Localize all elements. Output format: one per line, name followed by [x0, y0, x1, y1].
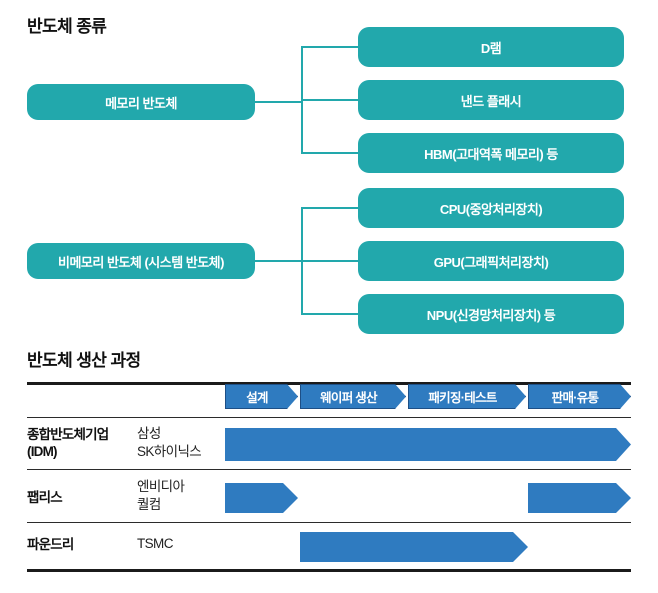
tree-node-npu[interactable]: NPU(신경망처리장치) 등 [358, 294, 624, 334]
row-label-foundry-line1: 파운드리 [27, 537, 74, 552]
row-companies-idm: 삼성 SK하이닉스 [137, 425, 202, 461]
row-companies-foundry: TSMC [137, 535, 173, 553]
rule-below-stage-header [27, 417, 631, 419]
stage-chevron-wafer-production[interactable]: 웨이퍼 생산 [300, 384, 406, 409]
row-label-fabless: 팹리스 [27, 489, 63, 506]
company-nvidia: 엔비디아 [137, 479, 185, 494]
row-label-fabless-line1: 팹리스 [27, 490, 63, 505]
company-samsung: 삼성 [137, 426, 161, 441]
tree-node-nand-flash[interactable]: 낸드 플래시 [358, 80, 624, 120]
tree-node-dram[interactable]: D램 [358, 27, 624, 67]
stage-chevron-sales-distribution[interactable]: 판매·유통 [528, 384, 631, 409]
table-bottom-rule [27, 569, 631, 572]
company-qualcomm: 퀄컴 [137, 497, 161, 512]
process-bar-idm-full [225, 428, 631, 461]
rule-below-idm-row [27, 469, 631, 471]
row-label-idm: 종합반도체기업 (IDM) [27, 426, 109, 460]
row-label-idm-line1: 종합반도체기업 [27, 427, 109, 442]
page-title-production-process: 반도체 생산 과정 [27, 351, 141, 370]
rule-below-fabless-row [27, 522, 631, 524]
page-title-semiconductor-types: 반도체 종류 [27, 17, 107, 36]
table-top-rule [27, 382, 631, 385]
process-bar-fabless-sales [528, 483, 631, 513]
company-sk-hynix: SK하이닉스 [137, 444, 202, 459]
stage-chevron-packaging-test[interactable]: 패키징·테스트 [408, 384, 526, 409]
row-companies-fabless: 엔비디아 퀄컴 [137, 478, 185, 514]
semiconductor-type-tree: 메모리 반도체 D램 낸드 플래시 HBM(고대역폭 메모리) 등 비메모리 반… [27, 27, 624, 334]
tree-node-gpu[interactable]: GPU(그래픽처리장치) [358, 241, 624, 281]
tree-node-system-semiconductor[interactable]: 비메모리 반도체 (시스템 반도체) [27, 243, 255, 279]
process-bar-fabless-design [225, 483, 298, 513]
company-tsmc: TSMC [137, 536, 173, 551]
tree-node-memory-semiconductor[interactable]: 메모리 반도체 [27, 84, 255, 120]
row-label-foundry: 파운드리 [27, 536, 74, 553]
process-bar-foundry [300, 532, 528, 562]
tree-node-cpu[interactable]: CPU(중앙처리장치) [358, 188, 624, 228]
tree-node-hbm[interactable]: HBM(고대역폭 메모리) 등 [358, 133, 624, 173]
row-label-idm-line2: (IDM) [27, 444, 58, 459]
stage-chevron-design[interactable]: 설계 [225, 384, 298, 409]
